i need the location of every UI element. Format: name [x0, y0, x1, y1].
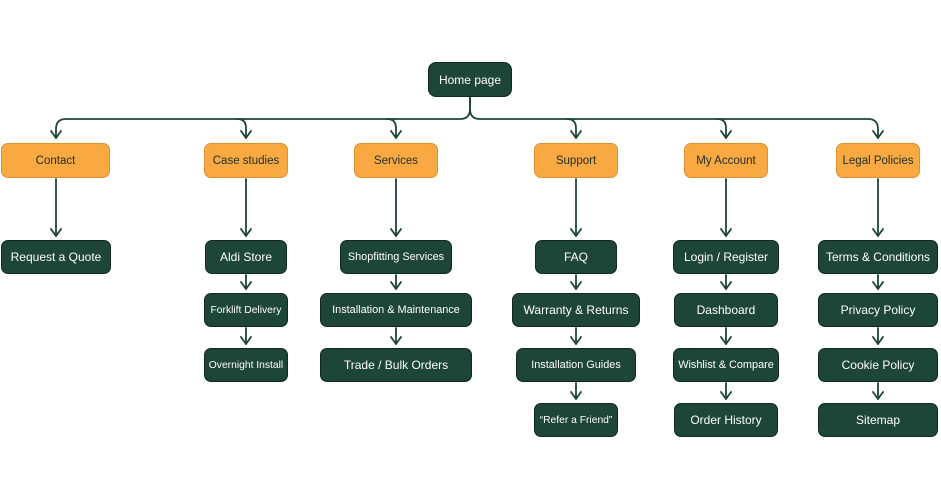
- node-shopfitting-services[interactable]: Shopfitting Services: [340, 240, 452, 274]
- node-cookie-policy[interactable]: Cookie Policy: [818, 348, 938, 382]
- node-terms-conditions[interactable]: Terms & Conditions: [818, 240, 938, 274]
- node-warranty-returns[interactable]: Warranty & Returns: [512, 293, 640, 327]
- edge-drop-support: [566, 118, 582, 139]
- node-my-account[interactable]: My Account: [684, 143, 768, 178]
- node-login-register[interactable]: Login / Register: [673, 240, 779, 274]
- node-support[interactable]: Support: [534, 143, 618, 178]
- node-order-history[interactable]: Order History: [674, 403, 778, 437]
- edge-drop-services: [386, 118, 402, 139]
- node-case-studies[interactable]: Case studies: [204, 143, 288, 178]
- node-legal-policies[interactable]: Legal Policies: [836, 143, 920, 178]
- node-forklift-delivery[interactable]: Forklift Delivery: [204, 293, 288, 327]
- node-wishlist-compare[interactable]: Wishlist & Compare: [673, 348, 779, 382]
- node-trade-bulk-orders[interactable]: Trade / Bulk Orders: [320, 348, 472, 382]
- edge-home-left: [50, 96, 471, 139]
- node-request-a-quote[interactable]: Request a Quote: [1, 240, 111, 274]
- node-contact[interactable]: Contact: [1, 143, 110, 178]
- node-services[interactable]: Services: [354, 143, 438, 178]
- edge-drop-my-account: [716, 118, 732, 139]
- node-installation-maintenance[interactable]: Installation & Maintenance: [320, 293, 472, 327]
- node-sitemap[interactable]: Sitemap: [818, 403, 938, 437]
- node-privacy-policy[interactable]: Privacy Policy: [818, 293, 938, 327]
- node-dashboard[interactable]: Dashboard: [674, 293, 778, 327]
- node-faq[interactable]: FAQ: [535, 240, 617, 274]
- node-overnight-install[interactable]: Overnight Install: [204, 348, 288, 382]
- node-home-page[interactable]: Home page: [428, 62, 512, 97]
- node-installation-guides[interactable]: Installation Guides: [516, 348, 636, 382]
- node-aldi-store[interactable]: Aldi Store: [205, 240, 287, 274]
- node-refer-a-friend[interactable]: “Refer a Friend”: [534, 403, 618, 437]
- edge-home-right: [469, 96, 884, 139]
- edge-drop-case-studies: [236, 118, 252, 139]
